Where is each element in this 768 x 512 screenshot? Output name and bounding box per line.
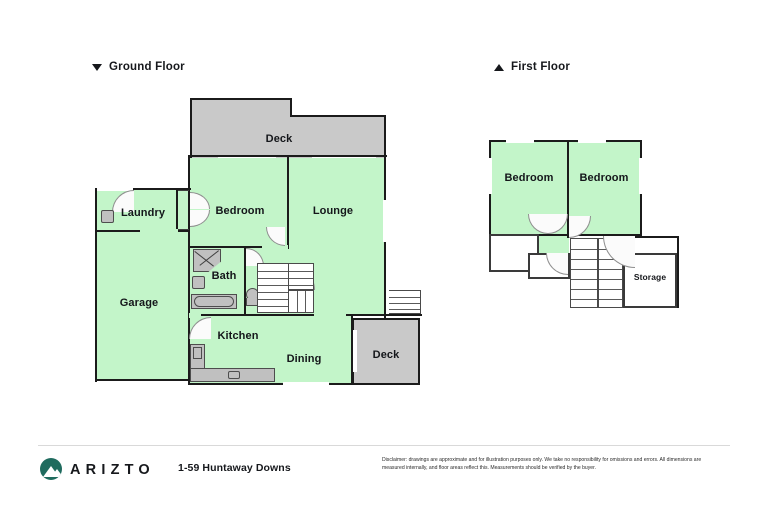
wall-kitchen-north	[188, 314, 387, 317]
kitchen-sink-fixture	[228, 371, 240, 379]
wall-bedroom-lounge-divider	[287, 157, 290, 249]
ground-floor-heading: Ground Floor	[92, 61, 185, 73]
wall-north-house	[188, 155, 387, 158]
wall-dining-deck-divider	[351, 314, 354, 385]
wall-bedroom-south	[188, 246, 289, 249]
first-floor-plan: Bedroom Bedroom Storage	[460, 0, 760, 420]
laundry-tub	[101, 210, 114, 223]
deck-upper-label: Deck	[265, 133, 293, 145]
brand-name: ARIZTO	[70, 462, 155, 478]
room-label-lounge: Lounge	[312, 205, 354, 217]
wall-bedroom-south-first	[489, 234, 642, 237]
window-first-east	[639, 158, 643, 194]
footer-divider	[38, 445, 730, 446]
dining-window-south	[283, 382, 329, 386]
window-first-west	[488, 158, 492, 194]
wall-laundry-top	[95, 188, 191, 191]
wall-bedroom-divider-first	[567, 140, 570, 238]
window-bedroom-left-first	[506, 139, 534, 143]
wall-storage-top	[623, 236, 679, 239]
wall-central-vertical	[188, 155, 191, 385]
wall-south-house	[188, 383, 354, 386]
room-label-storage: Storage	[633, 272, 667, 282]
deck-upper-right-part	[290, 115, 386, 152]
room-label-kitchen: Kitchen	[217, 330, 259, 342]
room-garage	[97, 232, 189, 380]
room-label-garage: Garage	[119, 297, 159, 309]
wall-door-frame-top	[178, 190, 189, 192]
deck-lower	[352, 318, 420, 385]
room-label-laundry: Laundry	[120, 207, 166, 219]
wall-deck-lower-top	[384, 314, 422, 317]
bedroom-door-gap	[262, 245, 288, 250]
wall-storage-east	[677, 236, 680, 308]
wall-west-outer	[95, 188, 98, 382]
window-bedroom-right-first	[578, 139, 606, 143]
room-label-dining: Dining	[286, 353, 322, 365]
room-label-bedroom-left-first: Bedroom	[504, 172, 554, 184]
laundry-door-gap	[97, 187, 133, 191]
kitchen-hall-gap	[189, 313, 201, 318]
staircase-ground-left	[257, 263, 289, 313]
staircase-ground-lower-right	[288, 290, 314, 313]
wall-garage-bottom	[95, 379, 191, 382]
staircase-first-left	[570, 238, 598, 308]
wall-bath-east	[244, 248, 247, 316]
first-floor-heading: First Floor	[494, 61, 570, 73]
first-floor-heading-label: First Floor	[511, 61, 571, 73]
deck-lower-opening	[353, 330, 357, 372]
staircase-ground-upper-right	[288, 263, 314, 290]
bath-vanity-sink	[192, 276, 205, 289]
deck-lower-label: Deck	[372, 349, 400, 361]
room-label-bath: Bath	[211, 270, 237, 282]
lounge-window-east	[383, 200, 387, 242]
wall-laundry-east	[176, 188, 179, 232]
ground-floor-plan: Deck Deck	[0, 0, 460, 420]
wall-door-frame-bottom	[178, 229, 189, 231]
room-label-bedroom-right-first: Bedroom	[579, 172, 629, 184]
property-address: 1-59 Huntaway Downs	[178, 462, 291, 474]
cooktop-fixture	[193, 347, 202, 359]
triangle-up-icon	[494, 63, 504, 71]
arizto-logo-icon	[40, 458, 62, 480]
lounge-dining-gap	[314, 313, 346, 318]
ground-floor-heading-label: Ground Floor	[109, 61, 185, 73]
triangle-down-icon	[92, 63, 102, 71]
disclaimer-text: Disclaimer: drawings are approximate and…	[382, 457, 702, 471]
wall-first-north	[489, 140, 642, 143]
laundry-garage-gap	[140, 229, 178, 234]
external-stairs	[389, 290, 421, 314]
bathtub-inner	[194, 296, 234, 307]
room-label-bedroom-ground: Bedroom	[215, 205, 265, 217]
logo-peak-shape-secondary	[51, 469, 62, 477]
deck-upper-left-part	[190, 98, 292, 152]
